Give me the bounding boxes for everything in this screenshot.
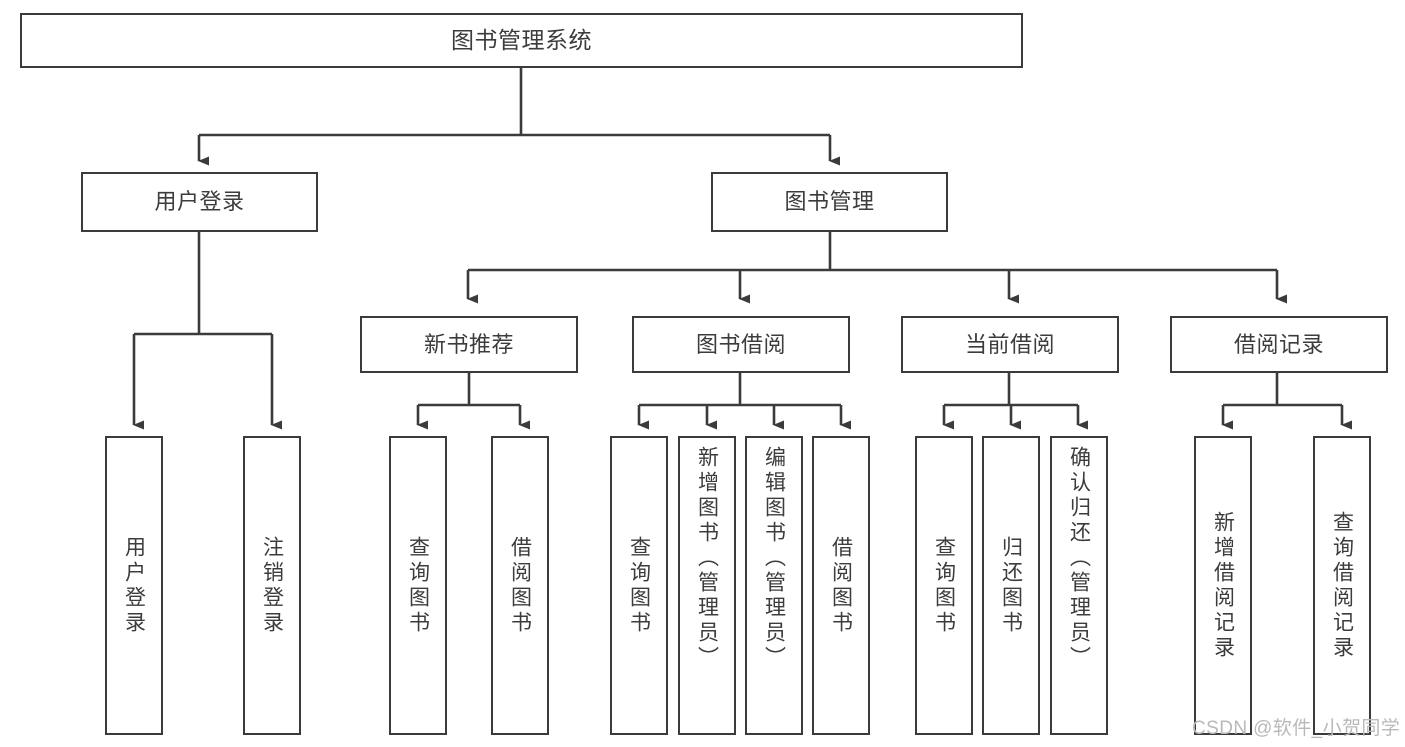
leaf-new-book-borrow-book[interactable]: 借阅图书: [491, 436, 549, 735]
node-label: 图书借阅: [695, 331, 786, 357]
leaf-book-borrow-query-book[interactable]: 查询图书: [610, 436, 668, 735]
node-book-borrow[interactable]: 图书借阅: [632, 316, 850, 373]
node-label: 新增图书（管理员）: [695, 446, 719, 671]
node-label: 图书管理: [784, 189, 875, 215]
node-label: 确认归还（管理员）: [1067, 446, 1091, 671]
node-user-login[interactable]: 用户登录: [81, 172, 318, 232]
node-label: 新增借阅记录: [1211, 510, 1235, 661]
node-label: 借阅图书: [829, 535, 853, 636]
node-label: 查询借阅记录: [1330, 510, 1354, 661]
leaf-user-login-logout[interactable]: 注销登录: [243, 436, 301, 735]
leaf-current-borrow-return-book[interactable]: 归还图书: [982, 436, 1040, 735]
leaf-current-borrow-query-book[interactable]: 查询图书: [915, 436, 973, 735]
node-current-borrow[interactable]: 当前借阅: [901, 316, 1119, 373]
leaf-book-borrow-borrow-book[interactable]: 借阅图书: [812, 436, 870, 735]
node-book-management[interactable]: 图书管理: [711, 172, 948, 232]
node-label: 查询图书: [627, 535, 651, 636]
node-label: 查询图书: [406, 535, 430, 636]
node-label: 编辑图书（管理员）: [762, 446, 786, 671]
node-label: 查询图书: [932, 535, 956, 636]
node-label: 借阅图书: [508, 535, 532, 636]
node-root-book-management-system[interactable]: 图书管理系统: [20, 13, 1023, 68]
node-label: 用户登录: [154, 189, 245, 215]
leaf-borrow-record-query-record[interactable]: 查询借阅记录: [1313, 436, 1371, 735]
node-label: 图书管理系统: [451, 26, 592, 53]
leaf-borrow-record-add-record[interactable]: 新增借阅记录: [1194, 436, 1252, 735]
node-label: 借阅记录: [1233, 331, 1324, 357]
node-label: 当前借阅: [964, 331, 1055, 357]
node-new-book-recommend[interactable]: 新书推荐: [360, 316, 578, 373]
node-borrow-record[interactable]: 借阅记录: [1170, 316, 1388, 373]
leaf-new-book-query-book[interactable]: 查询图书: [389, 436, 447, 735]
leaf-book-borrow-edit-book-admin[interactable]: 编辑图书（管理员）: [745, 436, 803, 735]
node-label: 归还图书: [999, 535, 1023, 636]
leaf-current-borrow-confirm-return-admin[interactable]: 确认归还（管理员）: [1050, 436, 1108, 735]
node-label: 注销登录: [260, 535, 284, 636]
leaf-book-borrow-add-book-admin[interactable]: 新增图书（管理员）: [678, 436, 736, 735]
node-label: 用户登录: [122, 535, 146, 636]
node-label: 新书推荐: [423, 331, 514, 357]
leaf-user-login-login[interactable]: 用户登录: [105, 436, 163, 735]
